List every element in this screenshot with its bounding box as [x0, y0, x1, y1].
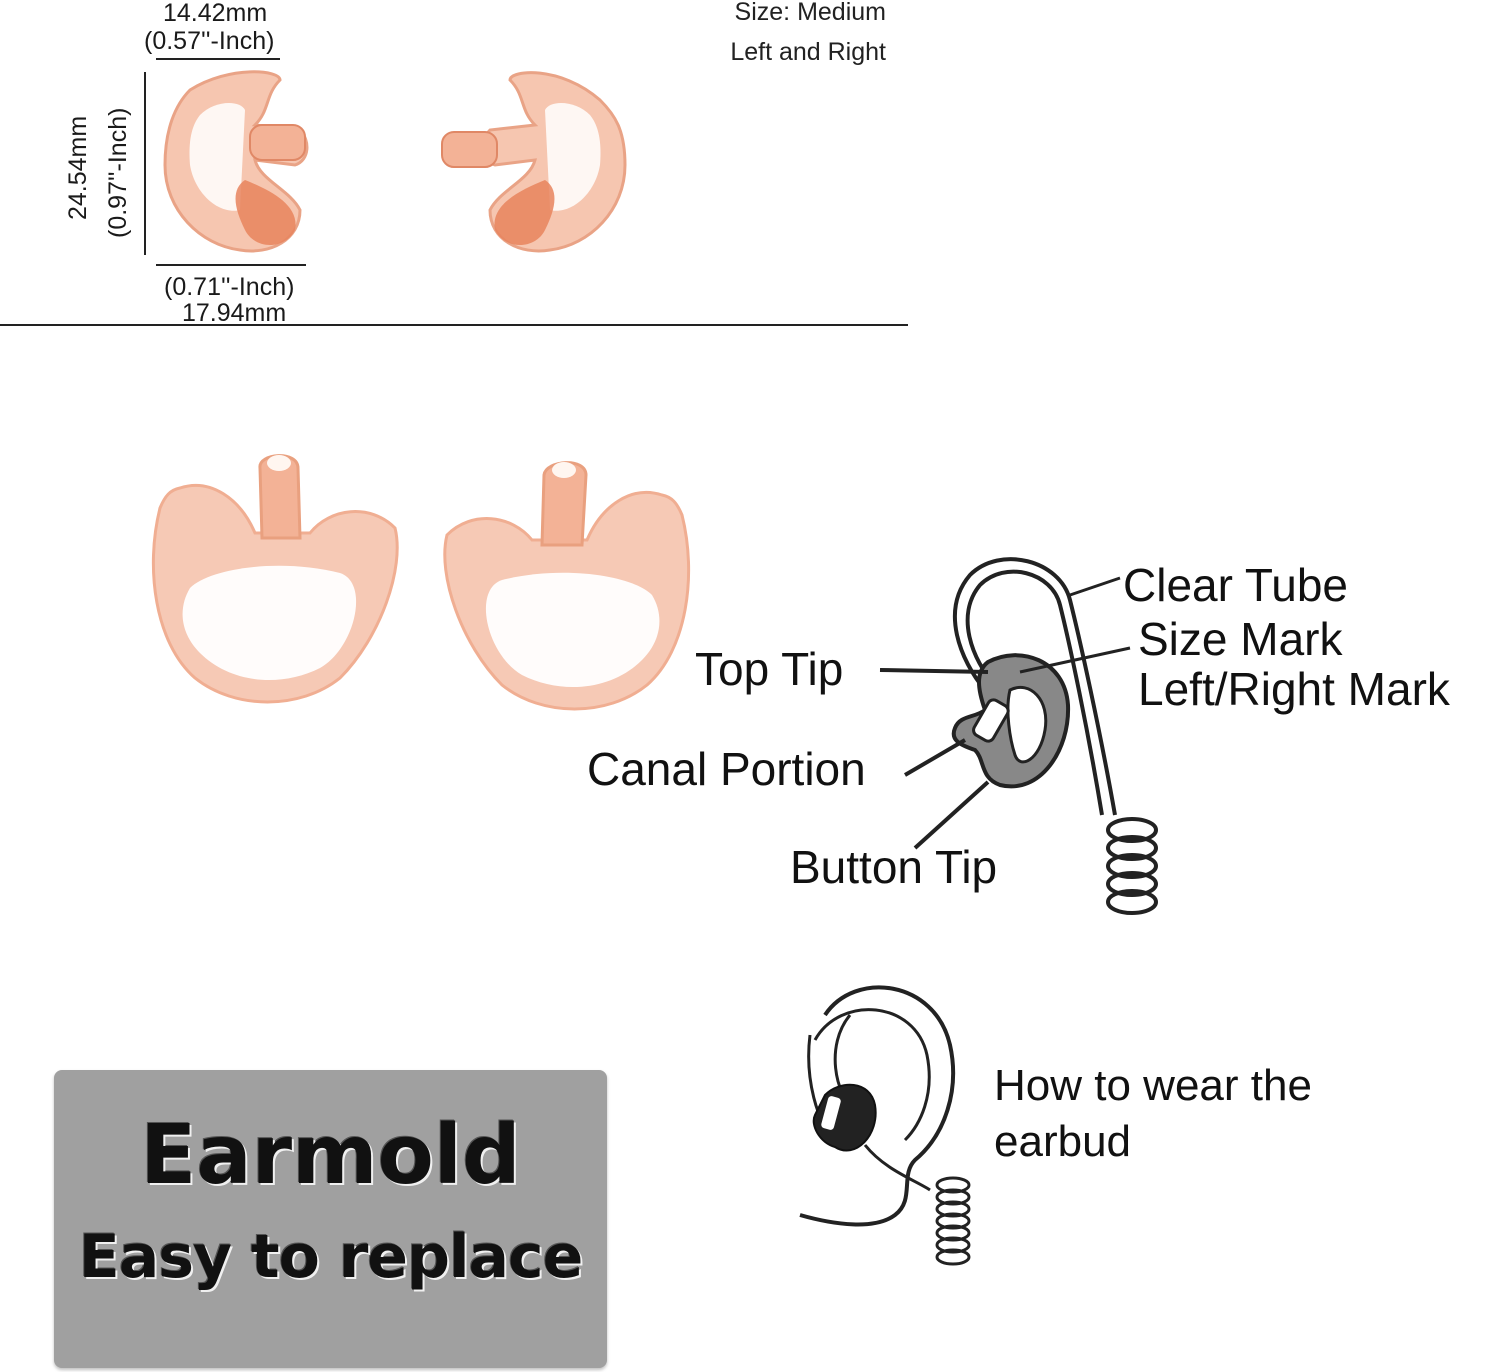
top-inch-label: (0.57''-Inch)	[144, 27, 275, 55]
top-dimension-line	[156, 58, 280, 60]
left-right-mark-label: Left/Right Mark	[1138, 663, 1450, 715]
bottom-inch-label: (0.71''-Inch)	[164, 273, 295, 301]
wear-line-2: earbud	[994, 1117, 1132, 1166]
wear-instructions: How to wear the earbud	[994, 1058, 1312, 1170]
top-tip-label: Top Tip	[695, 643, 844, 695]
clear-tube-label: Clear Tube	[1123, 559, 1349, 611]
size-info: Size: Medium Left and Right	[640, 0, 886, 72]
earpiece-diagram	[879, 557, 1158, 915]
wear-line-1: How to wear the	[994, 1061, 1312, 1110]
bottom-dimension-line	[156, 264, 306, 266]
sides-label: Left and Right	[730, 38, 886, 66]
canal-portion-label: Canal Portion	[587, 743, 866, 795]
badge-title: Earmold	[140, 1108, 521, 1203]
earmold-right-small	[441, 71, 627, 253]
section-divider	[0, 324, 908, 326]
side-inch-label: (0.97''-Inch)	[104, 107, 132, 238]
earmold-badge: Earmold Easy to replace	[54, 1070, 607, 1368]
size-label: Size: Medium	[734, 0, 886, 26]
size-mark-label: Size Mark	[1138, 613, 1343, 665]
earmold-right-large	[443, 461, 691, 711]
top-mm-label: 14.42mm	[163, 0, 268, 27]
earmold-left-small	[163, 70, 309, 253]
side-dimension-line	[144, 72, 146, 255]
earmold-left-large	[151, 454, 399, 704]
bottom-mm-label: 17.94mm	[182, 299, 287, 327]
ear-wearing-diagram	[799, 985, 971, 1266]
side-mm-label: 24.54mm	[64, 115, 92, 220]
button-tip-label: Button Tip	[790, 841, 998, 893]
badge-subtitle: Easy to replace	[78, 1222, 584, 1292]
